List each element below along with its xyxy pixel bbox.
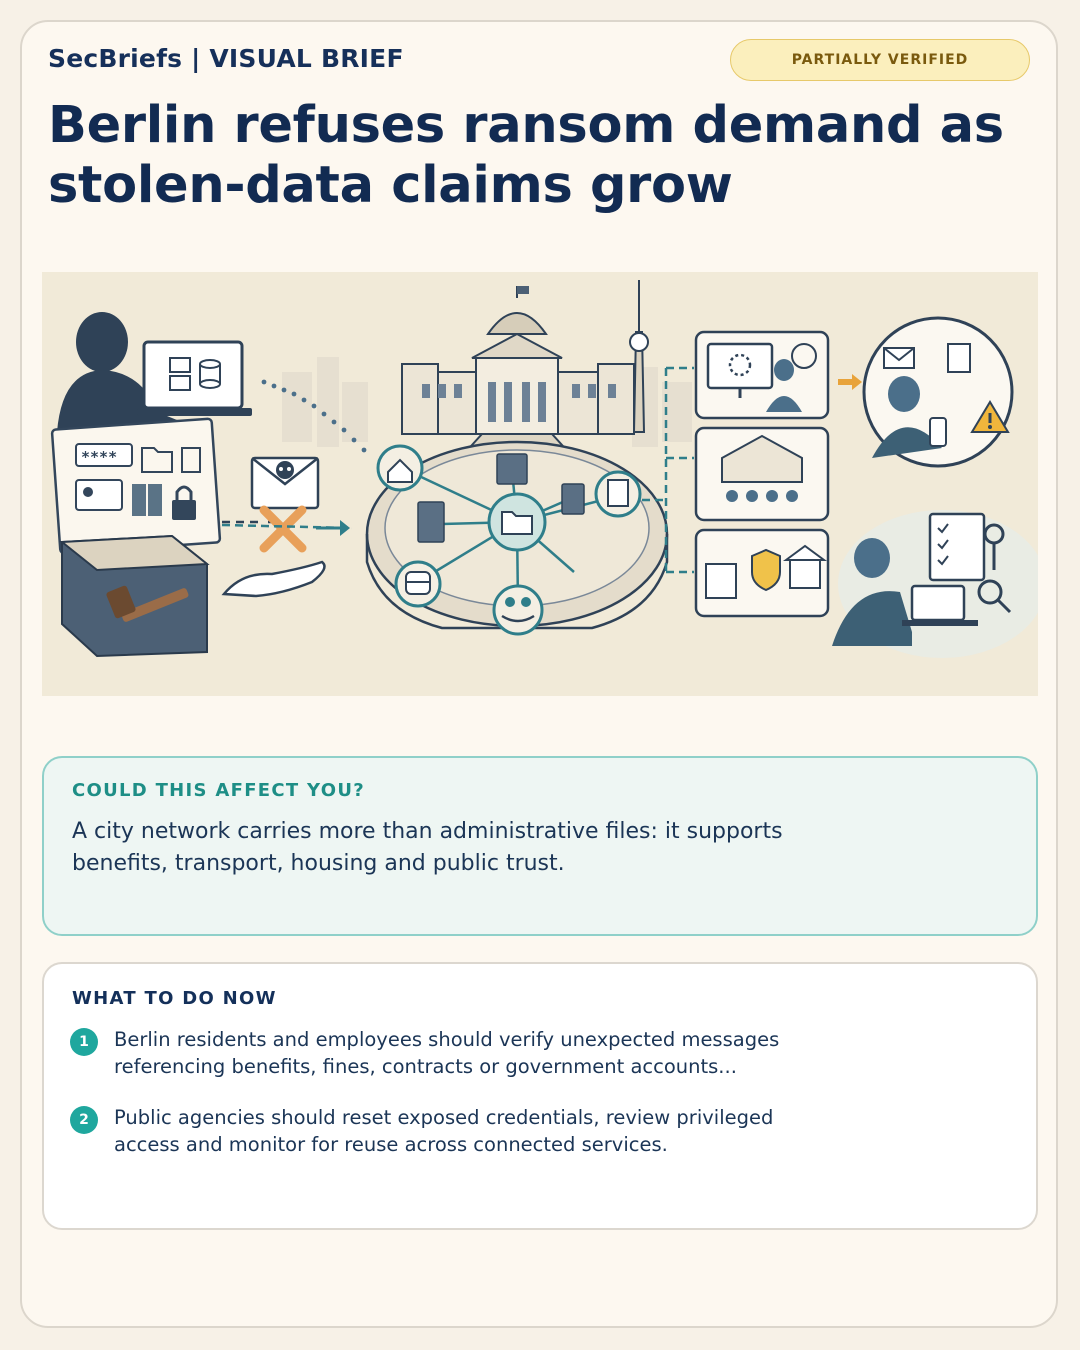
brand-label: SecBriefs | VISUAL BRIEF <box>48 44 404 73</box>
hacker-laptop-icon <box>57 312 252 437</box>
refused-payment-icon <box>221 505 350 598</box>
warning-icon <box>970 400 1010 433</box>
document-icon <box>594 470 642 518</box>
could-this-affect-you-panel: COULD THIS AFFECT YOU? A city network ca… <box>42 756 1038 936</box>
actions-heading: WHAT TO DO NOW <box>72 988 277 1009</box>
masked-password: **** <box>81 448 117 466</box>
community-housing-icon <box>694 426 830 522</box>
civic-services-icon <box>694 528 830 618</box>
verification-badge: PARTIALLY VERIFIED <box>730 39 1030 81</box>
what-to-do-now-panel: WHAT TO DO NOW 1 Berlin residents and em… <box>42 962 1038 1230</box>
housing-icon <box>376 444 424 492</box>
benefits-icon <box>492 584 544 636</box>
admin-checklist-icon <box>832 510 1038 658</box>
service-disruption-icon <box>694 330 830 420</box>
step-number-2: 2 <box>70 1106 98 1134</box>
transport-icon <box>394 560 442 608</box>
illustration: **** <box>42 272 1038 696</box>
resident-phone-icon <box>862 316 1014 468</box>
headline: Berlin refuses ransom demand as stolen-d… <box>48 96 1004 215</box>
step-text-2: Public agencies should reset exposed cre… <box>114 1106 774 1156</box>
affect-heading: COULD THIS AFFECT YOU? <box>72 780 366 801</box>
step-text-1: Berlin residents and employees should ve… <box>114 1028 780 1078</box>
network-hub-icon <box>365 440 669 630</box>
evidence-box-icon <box>59 534 210 658</box>
step-number-1: 1 <box>70 1028 98 1056</box>
ransom-email-icon <box>250 456 320 510</box>
affect-body: A city network carries more than adminis… <box>72 819 783 876</box>
tv-tower-icon <box>629 280 649 433</box>
stolen-files-icon: **** <box>50 417 222 555</box>
